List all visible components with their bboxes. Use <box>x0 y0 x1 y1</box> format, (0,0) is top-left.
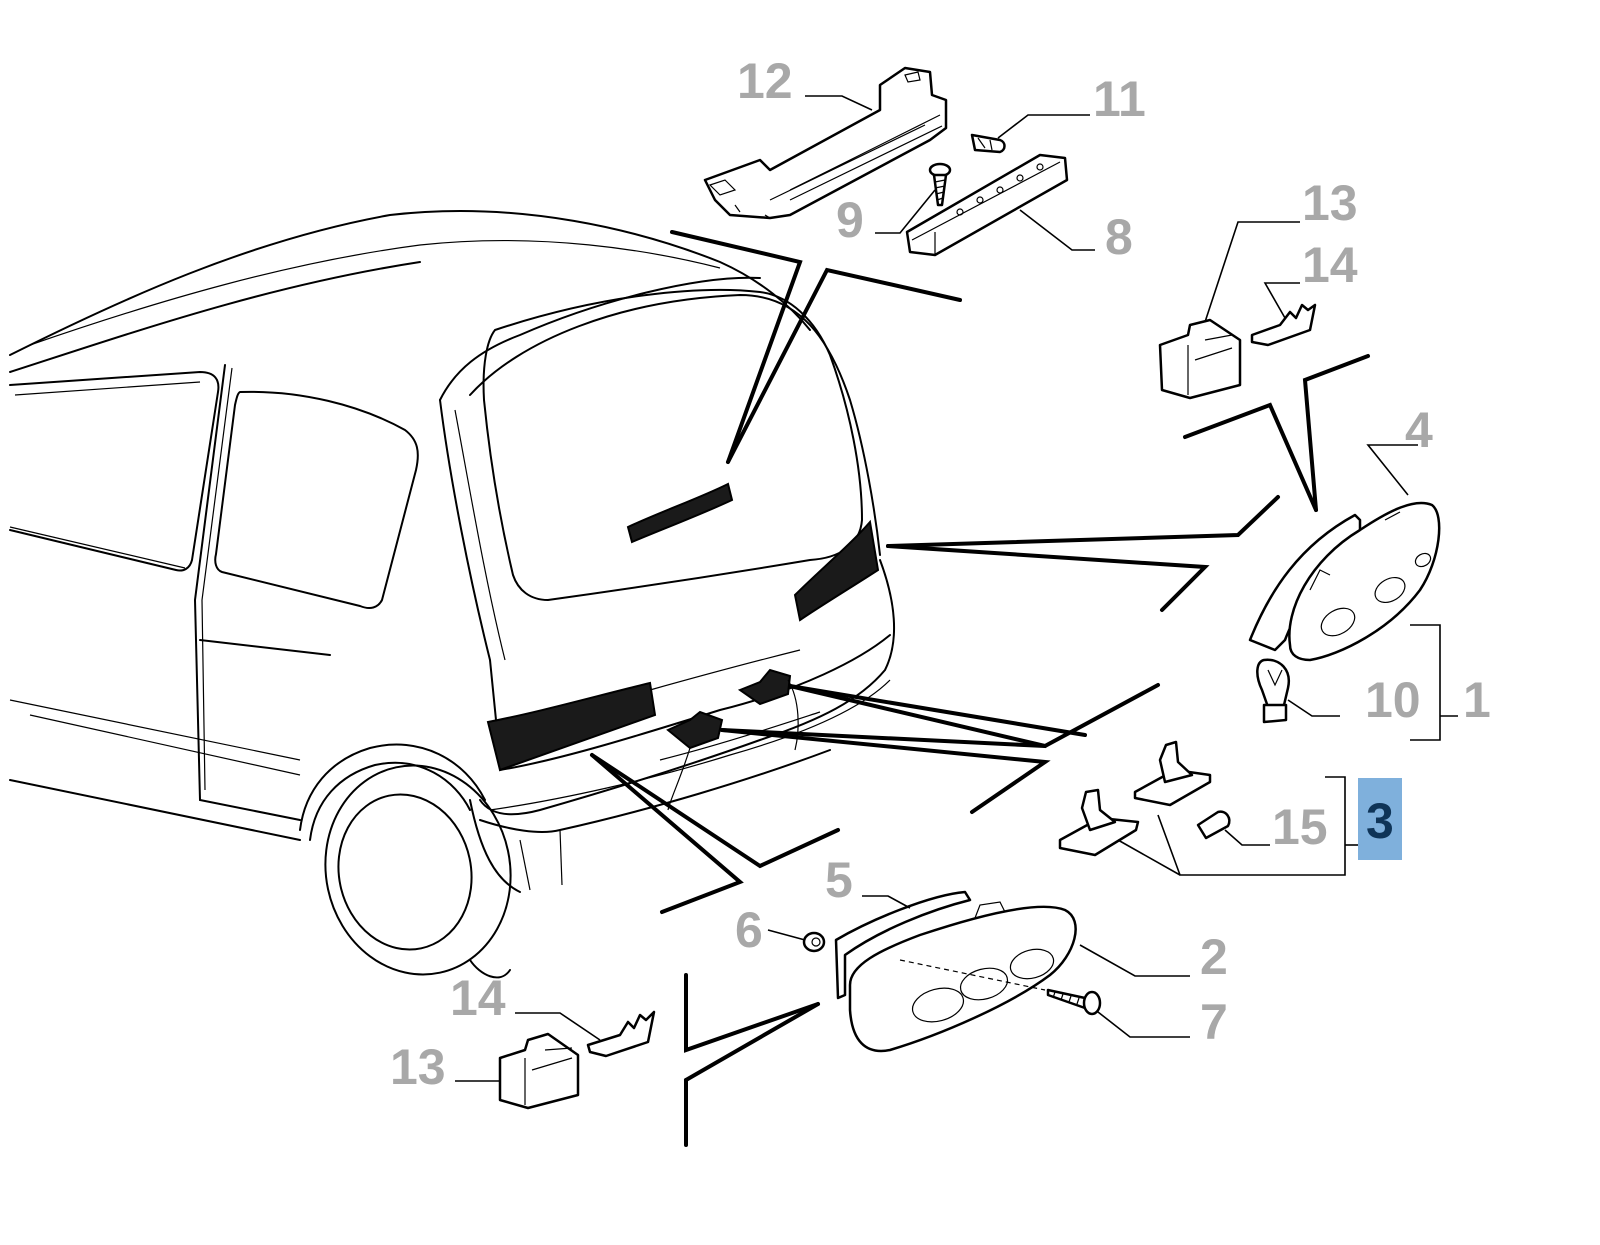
label-part-4[interactable]: 4 <box>1405 402 1433 458</box>
callout-lines <box>590 230 1370 1147</box>
part-11-bulb[interactable] <box>970 133 1006 154</box>
part-14-terminal-top[interactable] <box>1250 303 1317 347</box>
part-3-plate-light-b[interactable] <box>1058 788 1140 857</box>
label-part-11[interactable]: 11 <box>1093 71 1146 127</box>
label-part-2[interactable]: 2 <box>1200 929 1228 985</box>
part-8-brake-light[interactable] <box>905 153 1069 257</box>
label-part-6[interactable]: 6 <box>735 902 763 958</box>
leader-lines <box>455 95 1458 1082</box>
label-part-10[interactable]: 10 <box>1365 672 1421 728</box>
part-15-bulb[interactable] <box>1196 810 1231 840</box>
part-1-rear-light-right[interactable] <box>1248 501 1441 662</box>
car-body <box>9 210 895 979</box>
part-7-screw[interactable] <box>899 959 1102 1016</box>
label-part-5[interactable]: 5 <box>825 852 853 908</box>
label-part-8[interactable]: 8 <box>1105 209 1133 265</box>
part-2-rear-light-left[interactable] <box>848 901 1077 1053</box>
label-part-7[interactable]: 7 <box>1200 994 1228 1050</box>
label-part-9[interactable]: 9 <box>836 192 864 248</box>
label-part-3-highlighted[interactable]: 3 <box>1358 778 1402 860</box>
part-12-bracket[interactable] <box>703 66 948 220</box>
label-part-1[interactable]: 1 <box>1463 672 1491 728</box>
part-5-gasket[interactable] <box>834 890 972 1000</box>
label-part-13-top[interactable]: 13 <box>1302 175 1358 231</box>
part-10-bulb[interactable] <box>1256 658 1291 724</box>
part-14-terminal-bottom[interactable] <box>586 1010 656 1058</box>
label-part-14-top[interactable]: 14 <box>1302 237 1358 293</box>
part-13-connector-top[interactable] <box>1158 318 1242 400</box>
part-3-plate-light-a[interactable] <box>1133 740 1212 807</box>
label-part-15[interactable]: 15 <box>1272 799 1328 855</box>
part-6-nut[interactable] <box>802 931 826 953</box>
label-part-13-bottom[interactable]: 13 <box>390 1039 446 1095</box>
label-part-12[interactable]: 12 <box>737 53 793 109</box>
part-9-screw[interactable] <box>928 162 952 207</box>
label-part-14-bottom[interactable]: 14 <box>450 970 506 1026</box>
part-13-connector-bottom[interactable] <box>498 1032 580 1110</box>
